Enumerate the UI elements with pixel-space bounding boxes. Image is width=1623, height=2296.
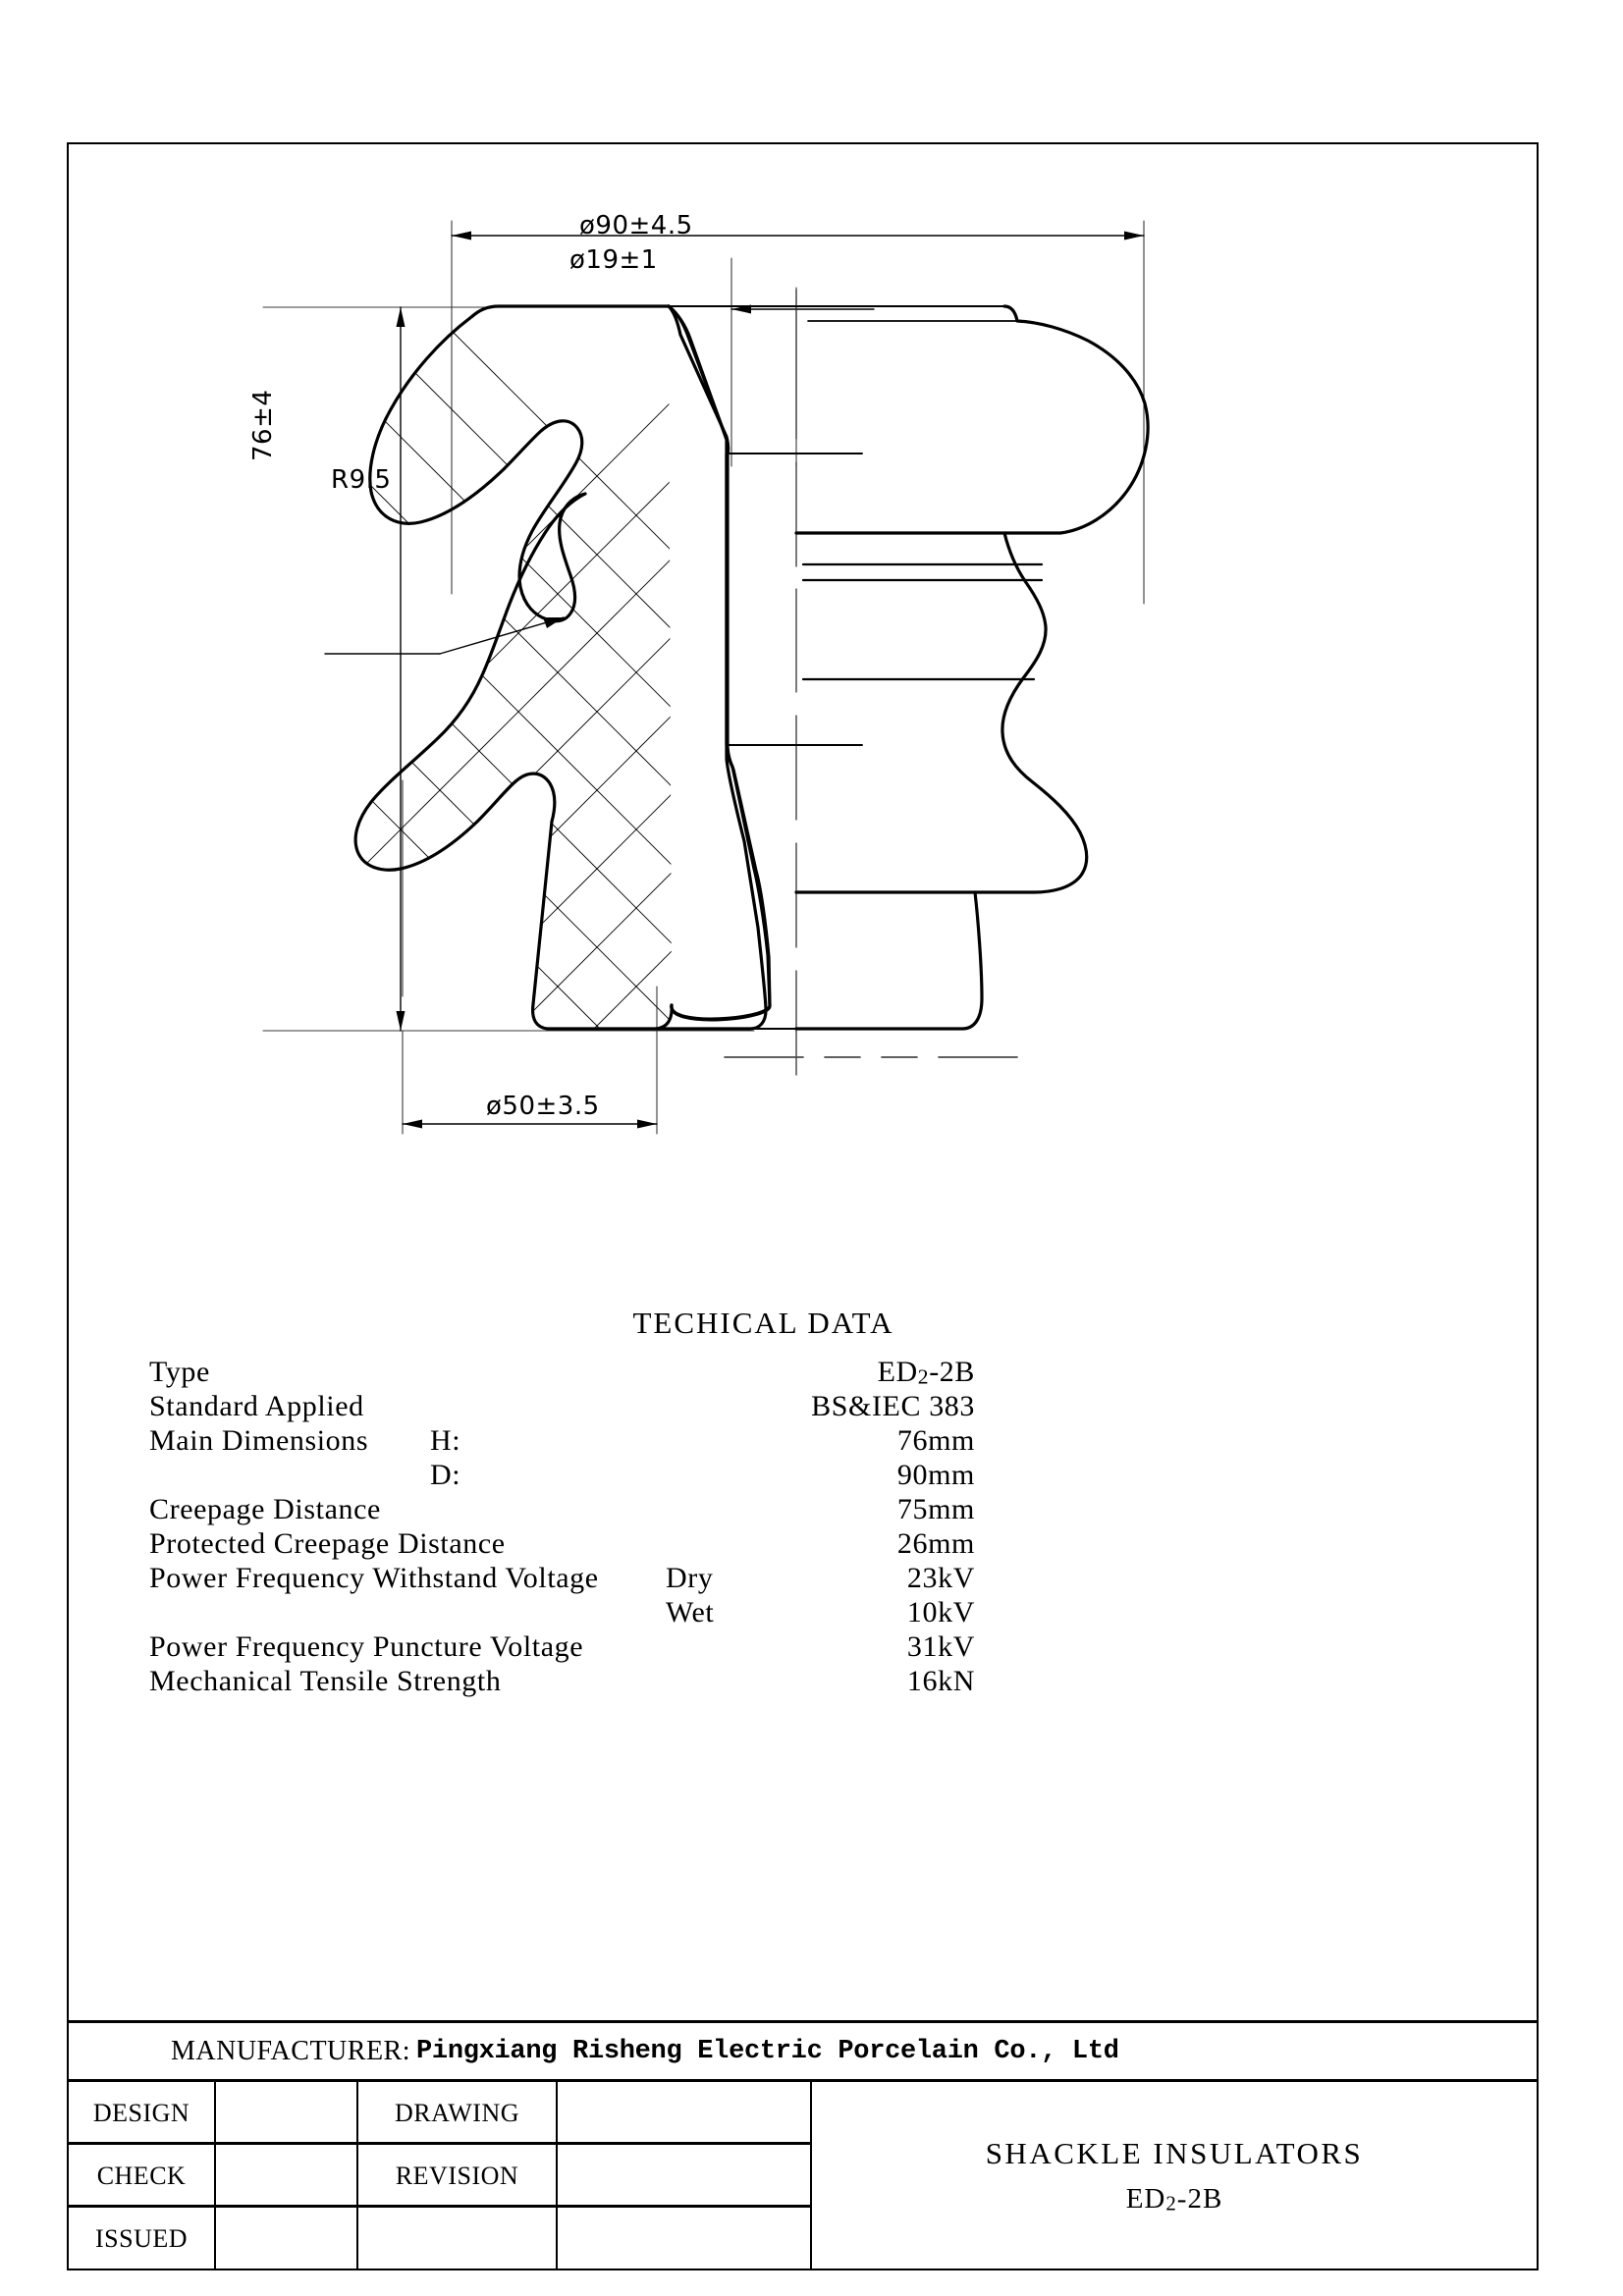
tech-condition: Dry bbox=[666, 1562, 714, 1594]
tech-row: Type ED2-2B bbox=[67, 1355, 1539, 1389]
drawing-label: DRAWING bbox=[358, 2082, 558, 2145]
tech-label: Creepage Distance bbox=[149, 1493, 381, 1525]
section-wall-bottom bbox=[654, 743, 768, 1031]
manufacturer-label: MANUFACTURER: bbox=[171, 2035, 411, 2066]
tech-row: Protected Creepage Distance 26mm bbox=[67, 1526, 1539, 1561]
outer-body-profile bbox=[794, 531, 1089, 894]
tech-condition: Wet bbox=[666, 1596, 715, 1629]
drawing-value[interactable] bbox=[558, 2082, 812, 2145]
tech-row: Mechanical Tensile Strength 16kN bbox=[67, 1664, 1539, 1698]
tech-label: Protected Creepage Distance bbox=[149, 1527, 506, 1560]
outer-base-profile bbox=[794, 890, 984, 1031]
table-row: CHECK REVISION bbox=[69, 2145, 812, 2208]
tech-value: 31kV bbox=[906, 1630, 975, 1663]
issued-value[interactable] bbox=[216, 2208, 358, 2270]
technical-data-rows: Type ED2-2B Standard Applied BS&IEC 383 … bbox=[67, 1355, 1539, 1698]
technical-data-title: TECHICAL DATA bbox=[632, 1306, 894, 1340]
tech-label: Mechanical Tensile Strength bbox=[149, 1665, 502, 1697]
tech-row: Creepage Distance 75mm bbox=[67, 1492, 1539, 1526]
outer-head-profile bbox=[794, 304, 1150, 535]
tech-row: Main Dimensions H: 76mm bbox=[67, 1423, 1539, 1458]
dim-label-radius: R9.5 bbox=[331, 465, 392, 495]
tech-sublabel: D: bbox=[430, 1459, 461, 1491]
technical-data-block: TECHICAL DATA Type ED2-2B Standard Appli… bbox=[67, 1306, 1539, 1698]
dim-label-hole: ø19±1 bbox=[569, 245, 658, 275]
section-outline bbox=[368, 304, 671, 623]
tech-value: 76mm bbox=[896, 1424, 975, 1457]
product-title-cell: SHACKLE INSULATORS ED2-2B bbox=[810, 2082, 1539, 2270]
tech-row: Power Frequency Puncture Voltage 31kV bbox=[67, 1629, 1539, 1664]
tech-row: Standard Applied BS&IEC 383 bbox=[67, 1389, 1539, 1423]
insulator-drawing bbox=[262, 220, 1150, 1135]
tech-value: 26mm bbox=[896, 1527, 975, 1560]
tech-value: 16kN bbox=[906, 1665, 975, 1697]
table-row: DESIGN DRAWING bbox=[69, 2082, 812, 2145]
title-block-lower: DESIGN DRAWING CHECK REVISION ISSUED bbox=[67, 2082, 1539, 2270]
approval-grid: DESIGN DRAWING CHECK REVISION ISSUED bbox=[67, 2082, 812, 2270]
dim-label-base: ø50±3.5 bbox=[486, 1092, 600, 1121]
issued-label: ISSUED bbox=[69, 2208, 216, 2270]
tech-label: Power Frequency Withstand Voltage bbox=[149, 1562, 599, 1594]
design-label: DESIGN bbox=[69, 2082, 216, 2145]
dim-base-line bbox=[402, 1119, 658, 1129]
section-outline-lower bbox=[353, 492, 674, 1031]
section-step-lines bbox=[726, 453, 863, 746]
tech-value: 23kV bbox=[906, 1562, 975, 1594]
empty-label bbox=[358, 2208, 558, 2270]
tech-value: 90mm bbox=[896, 1459, 975, 1491]
dim-label-od: ø90±4.5 bbox=[579, 211, 693, 240]
tech-value: BS&IEC 383 bbox=[811, 1390, 975, 1422]
product-title: SHACKLE INSULATORS bbox=[985, 2136, 1364, 2171]
check-value[interactable] bbox=[216, 2145, 358, 2208]
tech-label: Main Dimensions bbox=[149, 1424, 369, 1457]
outer-body-lines bbox=[801, 531, 1044, 681]
dim-radius-leader bbox=[324, 616, 565, 655]
title-block: MANUFACTURER: Pingxiang Risheng Electric… bbox=[67, 2020, 1539, 2270]
dim-height-line bbox=[396, 306, 406, 1032]
manufacturer-row: MANUFACTURER: Pingxiang Risheng Electric… bbox=[67, 2020, 1539, 2082]
tech-value: ED2-2B bbox=[877, 1356, 975, 1389]
sheet-frame bbox=[67, 142, 1539, 2270]
tech-value: 75mm bbox=[896, 1493, 975, 1525]
tech-row: Power Frequency Withstand Voltage Dry 23… bbox=[67, 1561, 1539, 1595]
dim-od-line bbox=[451, 231, 1145, 240]
tech-label: Power Frequency Puncture Voltage bbox=[149, 1630, 584, 1663]
dim-label-height: 76±4 bbox=[248, 389, 278, 461]
tech-label: Standard Applied bbox=[149, 1390, 364, 1422]
tech-row: Wet 10kV bbox=[67, 1595, 1539, 1629]
manufacturer-name: Pingxiang Risheng Electric Porcelain Co.… bbox=[416, 2036, 1119, 2066]
tech-row: D: 90mm bbox=[67, 1458, 1539, 1492]
table-row: ISSUED bbox=[69, 2208, 812, 2270]
design-value[interactable] bbox=[216, 2082, 358, 2145]
tech-label: Type bbox=[149, 1356, 210, 1388]
empty-value[interactable] bbox=[558, 2208, 812, 2270]
product-model: ED2-2B bbox=[1125, 2183, 1223, 2216]
tech-sublabel: H: bbox=[430, 1424, 461, 1457]
section-wall-right bbox=[667, 304, 729, 455]
check-label: CHECK bbox=[69, 2145, 216, 2208]
revision-value[interactable] bbox=[558, 2145, 812, 2208]
tech-value: 10kV bbox=[906, 1596, 975, 1629]
revision-label: REVISION bbox=[358, 2145, 558, 2208]
